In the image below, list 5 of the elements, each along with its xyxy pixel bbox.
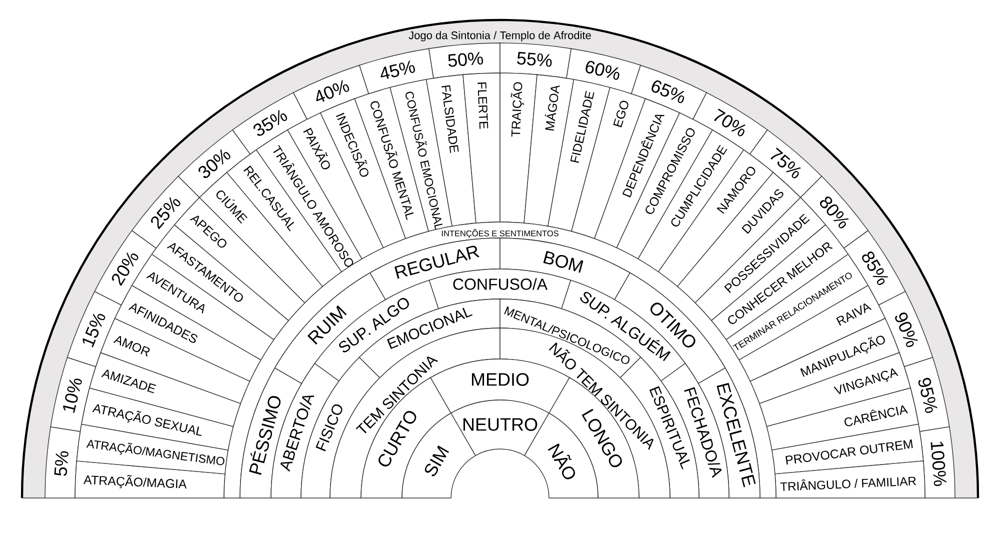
ring-segment: 50%	[428, 42, 500, 79]
ring-segment: 5%	[44, 426, 81, 498]
ring-segment: 100%	[919, 426, 956, 498]
ring-segment: 55%	[500, 42, 572, 79]
ring-segment: NEUTRO	[450, 400, 550, 456]
